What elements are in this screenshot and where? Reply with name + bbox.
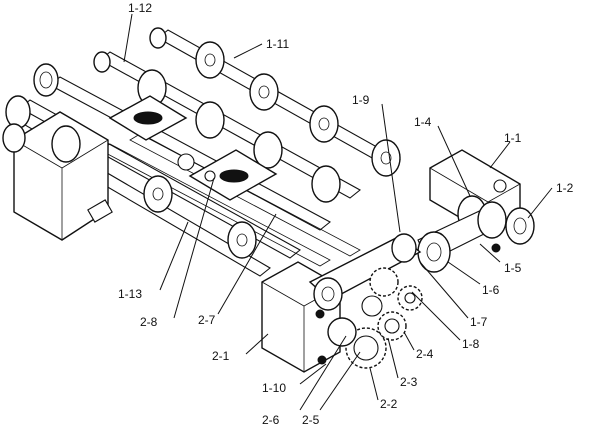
part-labels: 1-12 1-11 1-9 1-4 1-1 1-2 1-5 1-6 1-7 1-… bbox=[118, 1, 574, 427]
label-2-8: 2-8 bbox=[140, 315, 158, 329]
middle-rollers bbox=[93, 51, 341, 203]
label-2-7: 2-7 bbox=[198, 313, 216, 327]
label-1-1: 1-1 bbox=[504, 131, 522, 145]
label-1-6: 1-6 bbox=[482, 283, 500, 297]
label-2-4: 2-4 bbox=[416, 347, 434, 361]
label-1-10: 1-10 bbox=[262, 381, 286, 395]
label-1-7: 1-7 bbox=[470, 315, 488, 329]
label-1-5: 1-5 bbox=[504, 261, 522, 275]
label-2-2: 2-2 bbox=[380, 397, 398, 411]
front-plate bbox=[308, 233, 422, 311]
label-1-4: 1-4 bbox=[414, 115, 432, 129]
label-2-5: 2-5 bbox=[302, 413, 320, 427]
label-1-2: 1-2 bbox=[556, 181, 574, 195]
label-1-12: 1-12 bbox=[128, 1, 152, 15]
rear-rollers bbox=[149, 27, 401, 177]
label-2-6: 2-6 bbox=[262, 413, 280, 427]
leader-lines bbox=[123, 13, 553, 411]
label-2-3: 2-3 bbox=[400, 375, 418, 389]
label-1-11: 1-11 bbox=[266, 37, 289, 51]
label-1-8: 1-8 bbox=[462, 337, 480, 351]
left-gears bbox=[2, 63, 59, 153]
front-rollers bbox=[51, 125, 257, 259]
left-housing bbox=[13, 111, 113, 241]
label-2-1: 2-1 bbox=[212, 349, 230, 363]
label-1-9: 1-9 bbox=[352, 93, 370, 107]
label-1-13: 1-13 bbox=[118, 287, 142, 301]
right-pulley-belt bbox=[417, 195, 535, 273]
